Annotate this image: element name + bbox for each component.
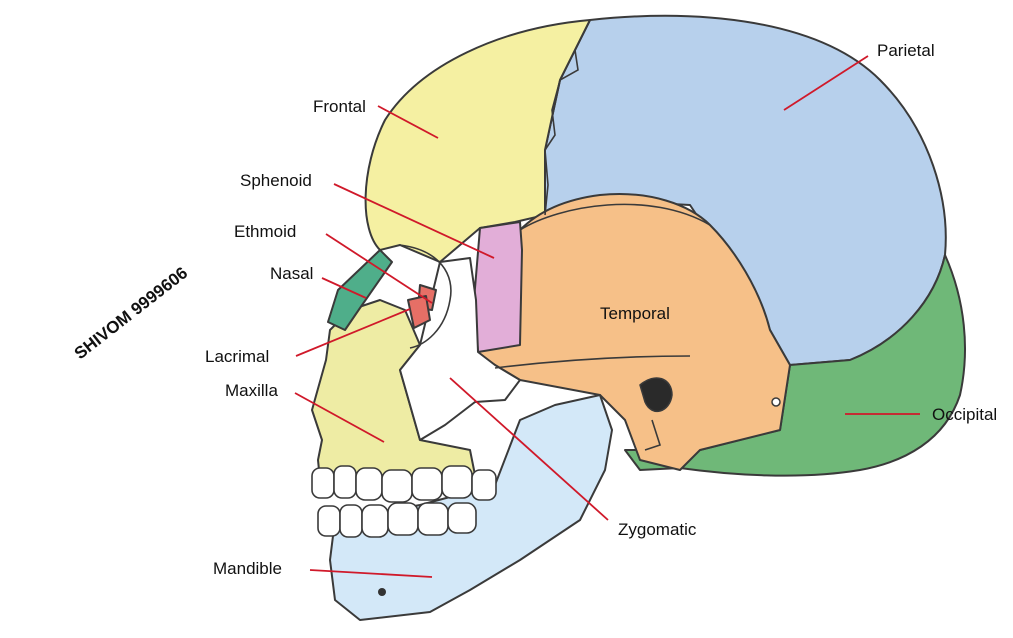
label-occipital: Occipital <box>932 405 997 424</box>
label-frontal: Frontal <box>313 97 366 116</box>
watermark: SHIVOM 9999606 <box>71 263 191 363</box>
mastoid-foramen <box>772 398 780 406</box>
label-sphenoid: Sphenoid <box>240 171 312 190</box>
label-temporal: Temporal <box>600 304 670 323</box>
label-lacrimal: Lacrimal <box>205 347 269 366</box>
label-zygomatic: Zygomatic <box>618 520 697 539</box>
label-maxilla: Maxilla <box>225 381 278 400</box>
label-parietal: Parietal <box>877 41 935 60</box>
label-nasal: Nasal <box>270 264 313 283</box>
mental-foramen <box>378 588 386 596</box>
label-ethmoid: Ethmoid <box>234 222 296 241</box>
sphenoid-bone <box>474 222 522 352</box>
label-mandible: Mandible <box>213 559 282 578</box>
